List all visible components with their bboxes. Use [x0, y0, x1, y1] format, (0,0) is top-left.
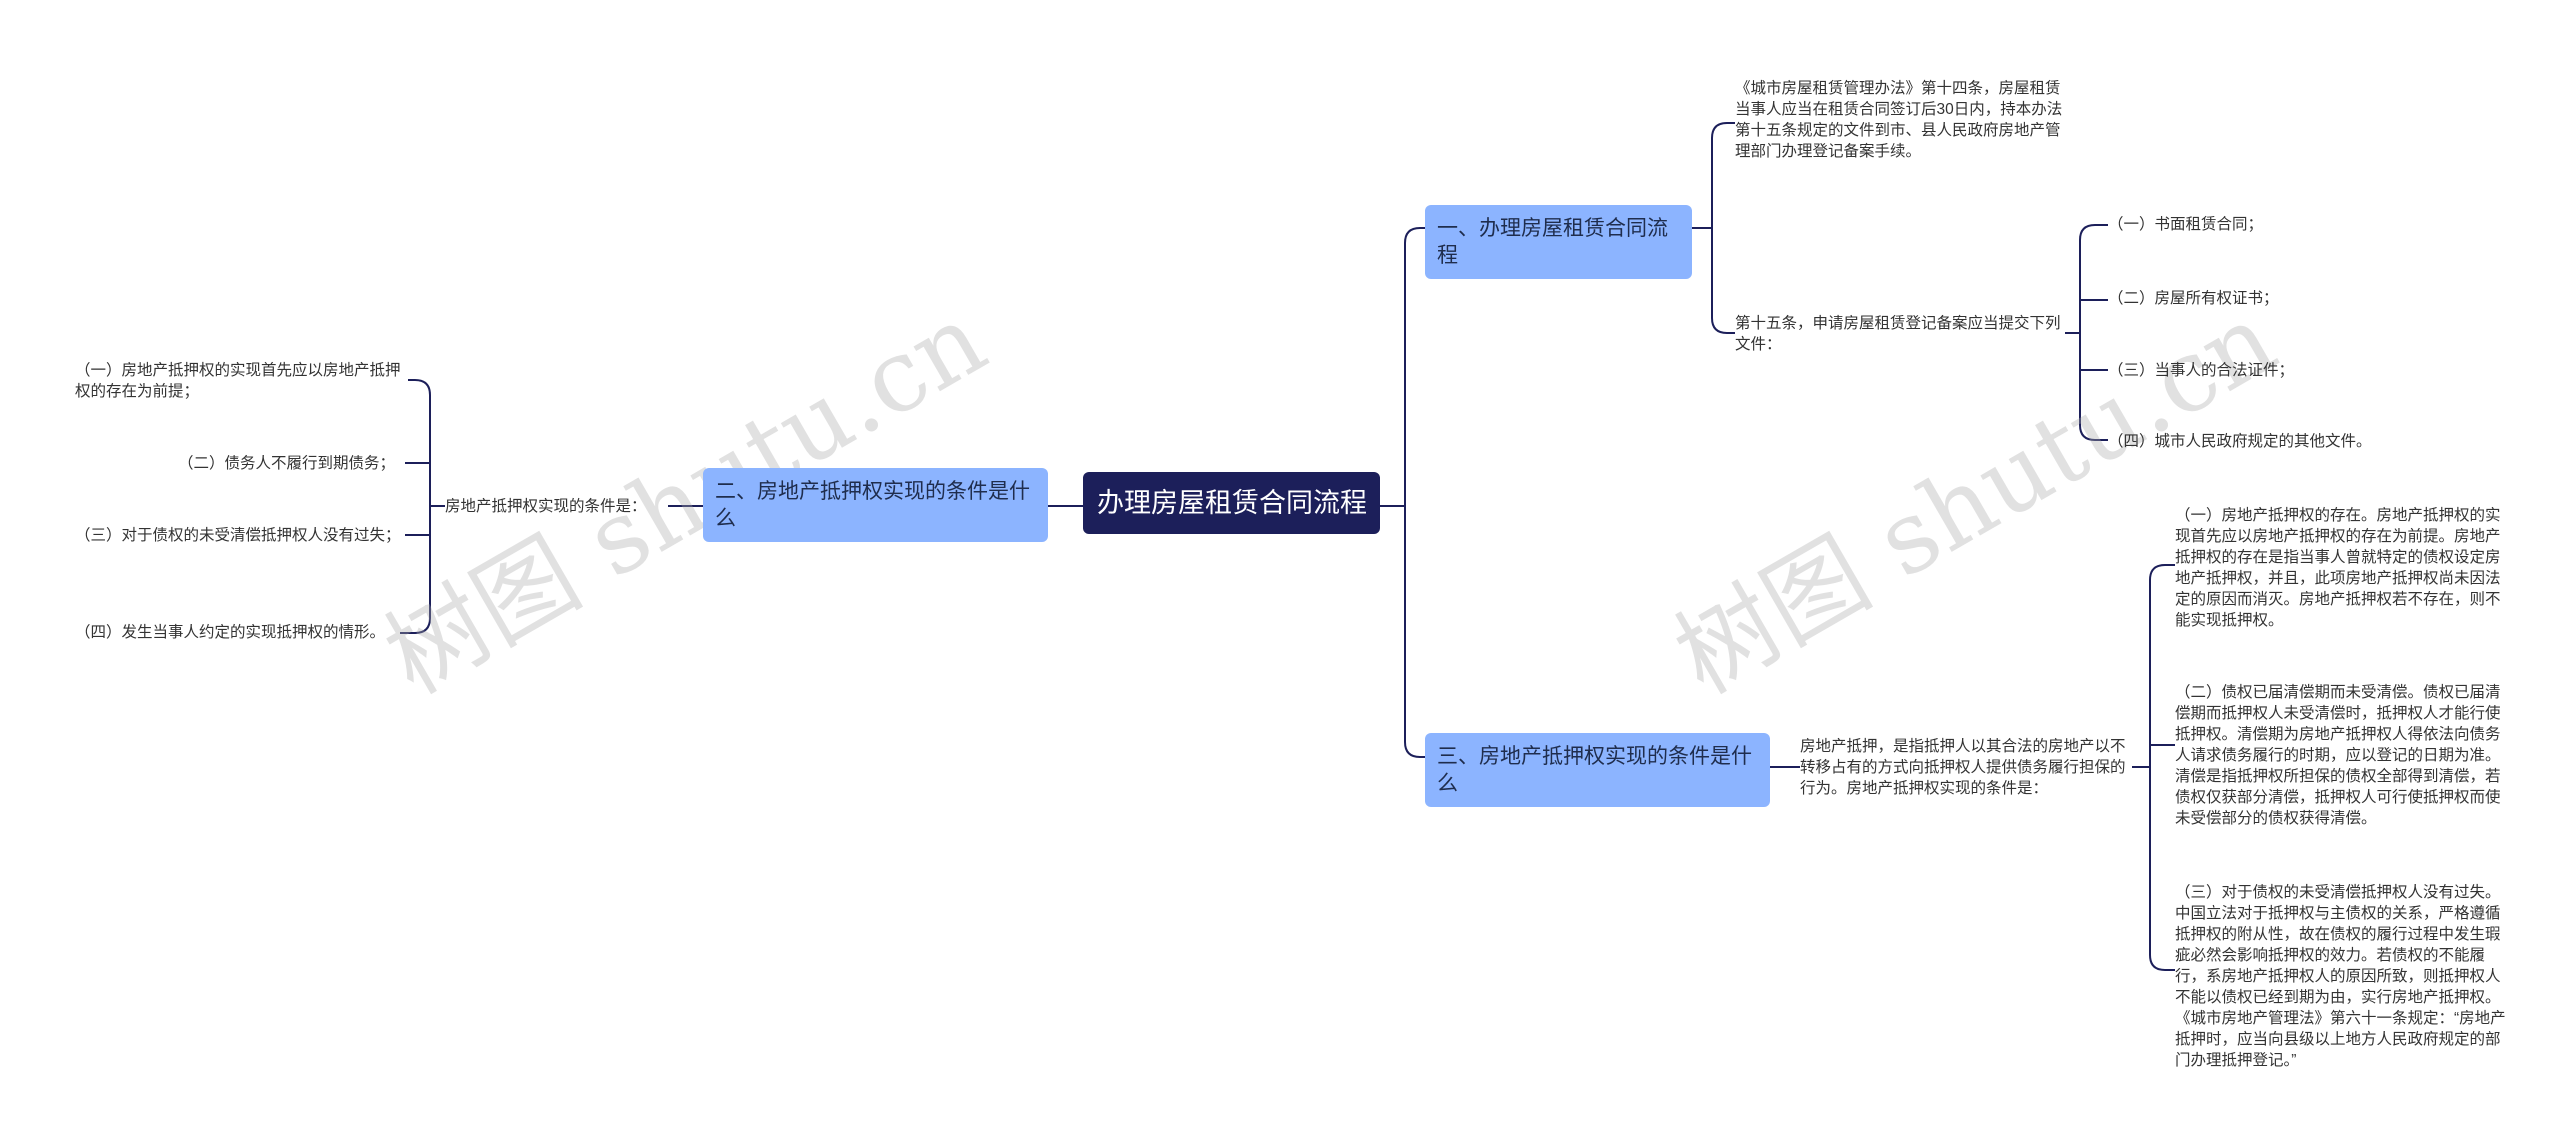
leaf-text[interactable]: （一）书面租赁合同；	[2108, 214, 2338, 235]
root-node[interactable]: 办理房屋租赁合同流程	[1083, 472, 1380, 534]
leaf-text[interactable]: （三）当事人的合法证件；	[2108, 360, 2338, 381]
leaf-label: 第十五条，申请房屋租赁登记备案应当提交下列文件：	[1735, 315, 2061, 353]
leaf-label: （三）对于债权的未受清偿抵押权人没有过失。中国立法对于抵押权与主债权的关系，严格…	[2175, 884, 2506, 1069]
leaf-label: 房地产抵押权实现的条件是：	[445, 498, 647, 515]
leaf-text[interactable]: （四）城市人民政府规定的其他文件。	[2108, 431, 2398, 452]
leaf-text[interactable]: 《城市房屋租赁管理办法》第十四条，房屋租赁当事人应当在租赁合同签订后30日内，持…	[1735, 78, 2065, 162]
branch-node-1[interactable]: 一、办理房屋租赁合同流程	[1425, 205, 1692, 279]
leaf-label: （一）房地产抵押权的实现首先应以房地产抵押权的存在为前提；	[75, 362, 401, 400]
branch-label: 二、房地产抵押权实现的条件是什么	[715, 480, 1030, 530]
leaf-label: （二）债权已届清偿期而未受清偿。债权已届清偿期而抵押权人未受清偿时，抵押权人才能…	[2175, 684, 2501, 827]
leaf-label: （四）发生当事人约定的实现抵押权的情形。	[75, 624, 386, 641]
leaf-text[interactable]: （三）对于债权的未受清偿抵押权人没有过失。中国立法对于抵押权与主债权的关系，严格…	[2175, 882, 2510, 1071]
branch-label: 一、办理房屋租赁合同流程	[1437, 217, 1668, 267]
leaf-text[interactable]: （一）房地产抵押权的实现首先应以房地产抵押权的存在为前提；	[75, 360, 405, 402]
leaf-text[interactable]: 第十五条，申请房屋租赁登记备案应当提交下列文件：	[1735, 313, 2065, 355]
branch-node-2[interactable]: 二、房地产抵押权实现的条件是什么	[703, 468, 1048, 542]
leaf-label: 房地产抵押，是指抵押人以其合法的房地产以不转移占有的方式向抵押权人提供债务履行担…	[1800, 738, 2126, 797]
leaf-label: （三）对于债权的未受清偿抵押权人没有过失；	[75, 527, 401, 544]
branch-node-3[interactable]: 三、房地产抵押权实现的条件是什么	[1425, 733, 1770, 807]
leaf-text[interactable]: （二）债务人不履行到期债务；	[75, 453, 395, 474]
leaf-label: （一）房地产抵押权的存在。房地产抵押权的实现首先应以房地产抵押权的存在为前提。房…	[2175, 507, 2501, 629]
leaf-label: （三）当事人的合法证件；	[2108, 362, 2295, 379]
leaf-text[interactable]: （二）债权已届清偿期而未受清偿。债权已届清偿期而抵押权人未受清偿时，抵押权人才能…	[2175, 682, 2510, 829]
leaf-text[interactable]: 房地产抵押权实现的条件是：	[445, 496, 670, 517]
leaf-text[interactable]: 房地产抵押，是指抵押人以其合法的房地产以不转移占有的方式向抵押权人提供债务履行担…	[1800, 736, 2132, 799]
leaf-label: （二）债务人不履行到期债务；	[177, 455, 395, 472]
leaf-label: （二）房屋所有权证书；	[2108, 290, 2279, 307]
leaf-text[interactable]: （三）对于债权的未受清偿抵押权人没有过失；	[75, 525, 405, 546]
leaf-label: 《城市房屋租赁管理办法》第十四条，房屋租赁当事人应当在租赁合同签订后30日内，持…	[1735, 80, 2063, 160]
branch-label: 三、房地产抵押权实现的条件是什么	[1437, 745, 1752, 795]
leaf-label: （一）书面租赁合同；	[2108, 216, 2264, 233]
root-title: 办理房屋租赁合同流程	[1097, 488, 1367, 518]
leaf-text[interactable]: （四）发生当事人约定的实现抵押权的情形。	[75, 622, 405, 643]
leaf-text[interactable]: （一）房地产抵押权的存在。房地产抵押权的实现首先应以房地产抵押权的存在为前提。房…	[2175, 505, 2510, 631]
leaf-text[interactable]: （二）房屋所有权证书；	[2108, 288, 2338, 309]
leaf-label: （四）城市人民政府规定的其他文件。	[2108, 433, 2372, 450]
